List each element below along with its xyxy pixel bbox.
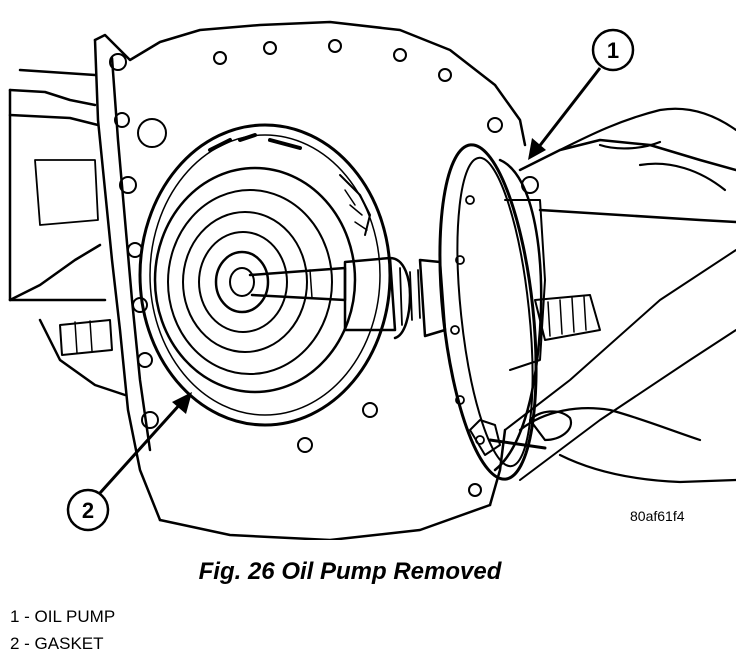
callout-2-leader-arrow	[98, 400, 184, 495]
pump-cavity	[153, 133, 371, 394]
callout-2-number: 2	[82, 498, 94, 523]
oil-pump-illustration: 1 2	[8, 20, 736, 540]
figure-caption: Fig. 26 Oil Pump Removed	[198, 558, 502, 585]
callout-2-circle	[66, 488, 110, 532]
callout-2: 2	[66, 392, 192, 532]
oil-pump	[438, 138, 736, 481]
technician-hands	[488, 107, 736, 484]
transmission-case	[8, 20, 736, 540]
callout-1-leader-arrow	[536, 67, 602, 149]
case-bolt-holes	[109, 39, 503, 497]
figure-reference-code: 80af61f4	[630, 508, 685, 524]
input-shaft	[248, 256, 447, 340]
callout-1-circle	[591, 28, 635, 72]
legend-item-oil-pump: 1 - OIL PUMP	[10, 607, 116, 626]
callout-1-number: 1	[607, 38, 619, 63]
parts-legend: 1 - OIL PUMP 2 - GASKET	[10, 603, 115, 657]
case-bolts	[59, 319, 113, 356]
callout-1: 1	[528, 28, 635, 160]
legend-item-gasket: 2 - GASKET	[10, 634, 104, 653]
